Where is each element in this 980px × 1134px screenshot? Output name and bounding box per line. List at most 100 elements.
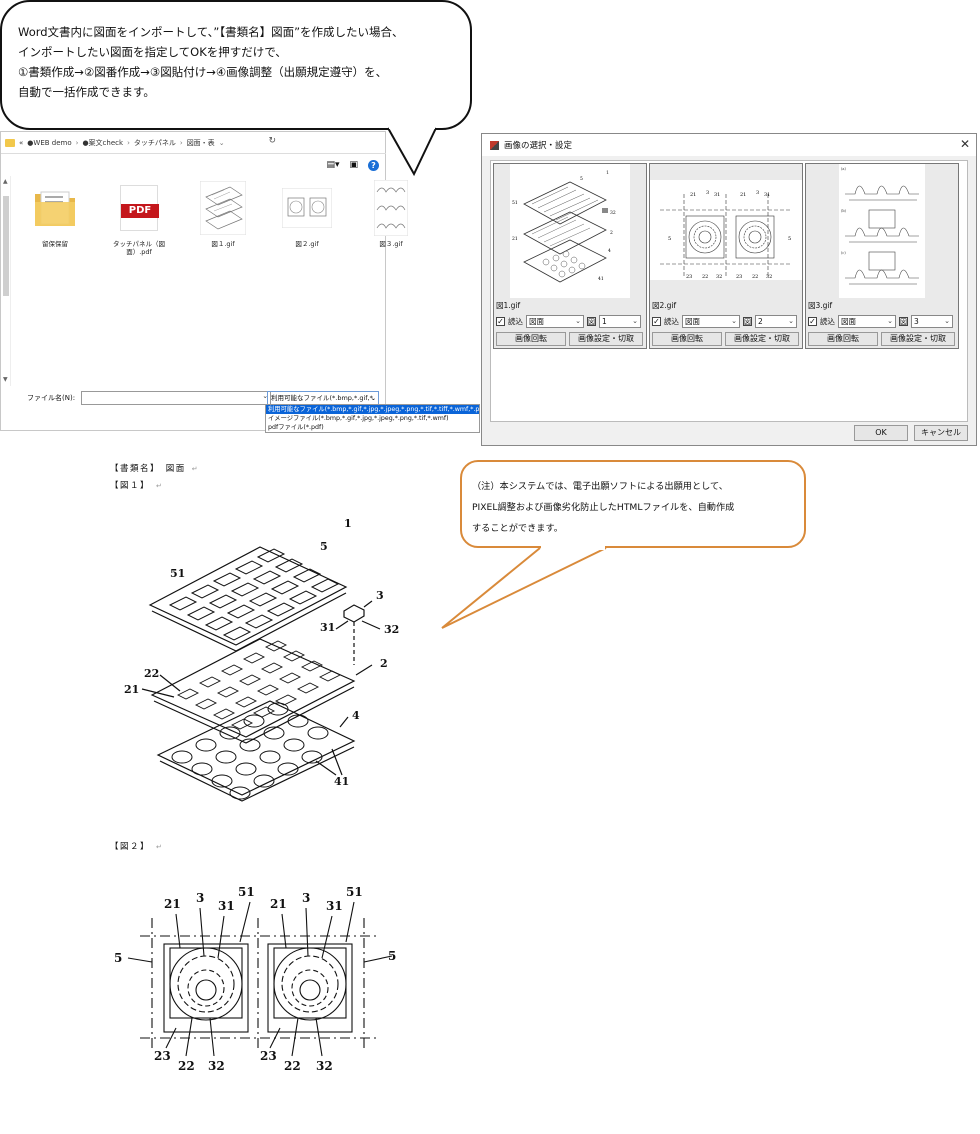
ref-label: 22 [284, 1059, 301, 1073]
ref-label: 21 [124, 683, 139, 696]
file-name: 図１.gif [211, 240, 235, 248]
file-explorer-window: « ●WEB demo › ●案文check › タッチパネル › 図面・表 ⌄… [0, 131, 408, 431]
file-name: 留保保留 [42, 240, 68, 248]
svg-text:23: 23 [736, 274, 742, 280]
type-select[interactable]: 図面⌄ [838, 315, 896, 328]
load-checkbox[interactable]: ✓ [496, 317, 505, 326]
svg-text:(c): (c) [841, 251, 846, 255]
filetype-option[interactable]: イメージファイル(*.bmp,*.gif,*.jpg,*.jpeg,*.png,… [268, 415, 449, 422]
svg-text:5: 5 [668, 236, 671, 242]
ref-label: 31 [218, 899, 235, 913]
ref-label: 5 [320, 540, 328, 553]
instruction-line-3: ①書類作成→②図番作成→③図貼付け→④画像調整（出願規定遵守）を、 [18, 65, 388, 79]
ref-label: 22 [178, 1059, 195, 1073]
preview-pane-icon[interactable]: ▣ [349, 160, 358, 170]
ref-label: 21 [164, 897, 181, 911]
file-item-fig3[interactable]: 図３.gif [361, 180, 421, 256]
app-logo-icon [490, 140, 499, 150]
image-settings-button[interactable]: 画像設定・切取 [569, 332, 643, 346]
file-item-pdf[interactable]: PDF タッチパネル（図面）.pdf [109, 180, 169, 256]
document-heading-line: 【書類名】 図面↵ [110, 462, 199, 474]
filetype-option[interactable]: pdfファイル(*.pdf) [268, 424, 324, 431]
image-filename: 図1.gif [496, 301, 521, 310]
filename-label: ファイル名(N): [27, 394, 76, 402]
address-bar[interactable]: « ●WEB demo › ●案文check › タッチパネル › 図面・表 ⌄… [1, 132, 386, 154]
chevron-down-icon: ⌄ [575, 317, 581, 325]
svg-text:3: 3 [756, 190, 759, 196]
figure-number-select[interactable]: 2⌄ [755, 315, 797, 328]
paragraph-mark: ↵ [156, 482, 164, 490]
breadcrumb-item[interactable]: 図面・表 [186, 138, 215, 147]
figure-2-label: 【図２】 [110, 842, 151, 852]
filetype-option[interactable]: 利用可能なファイル(*.bmp,*.gif,*.jpg,*.jpeg,*.png… [266, 405, 480, 414]
close-icon[interactable]: ✕ [959, 137, 970, 151]
scrollbar-thumb[interactable] [3, 196, 9, 296]
vertical-scrollbar[interactable]: ▲ ▼ [1, 176, 11, 386]
refresh-icon[interactable]: ↻ [268, 136, 276, 146]
ref-label: 31 [326, 899, 343, 913]
figure-number-select[interactable]: 3⌄ [911, 315, 953, 328]
chevron-down-icon: ⌄ [788, 317, 794, 325]
figure-number-checkbox[interactable]: 図 [743, 317, 752, 326]
cancel-button[interactable]: キャンセル [914, 425, 968, 441]
figure-2-drawing: 21 3 31 51 21 3 31 51 5 5 23 22 32 23 22… [114, 885, 396, 1073]
file-name: 図２.gif [295, 240, 319, 248]
filename-input[interactable]: ⌄ [81, 391, 272, 405]
breadcrumb-back[interactable]: « [19, 138, 24, 147]
folder-icon [5, 138, 15, 147]
filename-row: ファイル名(N): ⌄ [27, 391, 272, 405]
ref-label: 51 [238, 885, 255, 899]
figure-number-checkbox[interactable]: 図 [587, 317, 596, 326]
figure-number-select[interactable]: 1⌄ [599, 315, 641, 328]
ok-button[interactable]: OK [854, 425, 908, 441]
type-select[interactable]: 図面⌄ [526, 315, 584, 328]
breadcrumb-item[interactable]: タッチパネル [133, 138, 176, 147]
image-settings-button[interactable]: 画像設定・切取 [881, 332, 955, 346]
image-filename: 図3.gif [808, 301, 833, 310]
dialog-titlebar: 画像の選択・設定 ✕ [482, 134, 976, 156]
instruction-bubble-tail [387, 126, 437, 177]
load-checkbox[interactable]: ✓ [652, 317, 661, 326]
chevron-down-icon[interactable]: ⌄ [262, 392, 269, 400]
scroll-up-icon[interactable]: ▲ [3, 178, 8, 185]
scroll-down-icon[interactable]: ▼ [3, 376, 8, 383]
image-settings-button[interactable]: 画像設定・切取 [725, 332, 799, 346]
figure-1-label-line: 【図１】↵ [110, 479, 163, 491]
ref-label: 51 [170, 567, 185, 580]
breadcrumb-item[interactable]: ●WEB demo [27, 138, 72, 147]
ref-label: 21 [270, 897, 287, 911]
file-name: タッチパネル（図面）.pdf [113, 240, 165, 256]
svg-text:21: 21 [512, 236, 518, 242]
file-item-fig2[interactable]: 図２.gif [277, 180, 337, 256]
svg-text:22: 22 [752, 274, 758, 280]
filetype-select[interactable]: 利用可能なファイル(*.bmp,*.gif,*. ⌄ [267, 391, 379, 405]
rotate-image-button[interactable]: 画像回転 [808, 332, 878, 346]
svg-text:5: 5 [580, 176, 583, 182]
chevron-down-icon: ⌄ [731, 317, 737, 325]
file-name: 図３.gif [379, 240, 403, 248]
instruction-line-2: インポートしたい図面を指定してOKを押すだけで、 [18, 45, 287, 59]
type-select[interactable]: 図面⌄ [682, 315, 740, 328]
file-item-fig1[interactable]: 図１.gif [193, 180, 253, 256]
rotate-image-button[interactable]: 画像回転 [652, 332, 722, 346]
pdf-icon: PDF [120, 185, 159, 231]
file-item-folder[interactable]: 留保保留 [25, 180, 85, 256]
instruction-line-1: Word文書内に図面をインポートして、”【書類名】図面”を作成したい場合、 [18, 25, 404, 39]
svg-text:1: 1 [606, 170, 609, 176]
rotate-image-button[interactable]: 画像回転 [496, 332, 566, 346]
ref-label: 2 [380, 657, 388, 670]
load-checkbox[interactable]: ✓ [808, 317, 817, 326]
view-options-icon[interactable]: ▤▾ [326, 160, 340, 170]
chevron-down-icon[interactable]: ⌄ [370, 394, 376, 402]
image-filename: 図2.gif [652, 301, 677, 310]
figure-number-checkbox[interactable]: 図 [899, 317, 908, 326]
chevron-down-icon[interactable]: ⌄ [218, 138, 225, 147]
breadcrumb-item[interactable]: ●案文check [82, 138, 124, 147]
image-thumb-icon [282, 188, 332, 228]
svg-text:(b): (b) [841, 209, 847, 213]
folder-icon [35, 191, 75, 226]
help-icon[interactable]: ? [368, 160, 379, 171]
image-thumb-icon [200, 181, 246, 235]
note-line-1: （注）本システムでは、電子出願ソフトによる出願用として、 [472, 481, 728, 492]
